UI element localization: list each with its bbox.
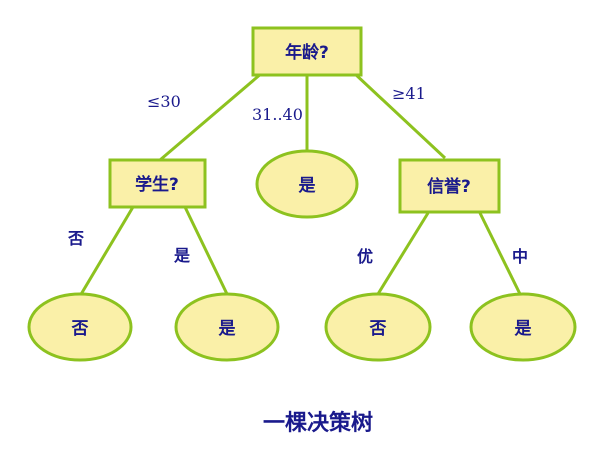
node-root-box xyxy=(251,26,363,77)
edge-student-leaf-yes xyxy=(183,206,229,295)
node-root: 年龄? xyxy=(251,26,363,77)
edge-student-leaf-no xyxy=(78,206,135,297)
leaf-student-yes-label: 是 xyxy=(219,319,236,339)
edge-label-credit-mid: 中 xyxy=(512,247,528,266)
leaf-student-no-label: 否 xyxy=(71,319,89,339)
edge-root-student xyxy=(159,71,263,162)
leaf-mid: 是 xyxy=(255,149,359,219)
node-student-label: 学生? xyxy=(135,174,179,195)
edge-label-age-31-40: 31..40 xyxy=(252,105,303,124)
edge-label-age-ge41: ≥41 xyxy=(392,84,426,103)
leaf-credit-good: 否 xyxy=(324,292,432,362)
edge-credit-leaf-good xyxy=(376,212,430,295)
leaf-student-yes-ellipse xyxy=(174,292,280,362)
leaf-credit-mid: 是 xyxy=(469,292,577,362)
edge-label-age-le30: ≤30 xyxy=(147,92,181,111)
node-credit-box xyxy=(398,158,501,214)
node-credit-label: 信誉? xyxy=(427,176,471,197)
leaf-credit-mid-ellipse xyxy=(469,292,577,362)
leaf-student-no-ellipse xyxy=(27,292,133,362)
node-credit: 信誉? xyxy=(398,158,501,214)
edge-root-credit xyxy=(352,71,447,160)
leaf-credit-mid-label: 是 xyxy=(515,319,532,339)
leaf-credit-good-ellipse xyxy=(324,292,432,362)
edge-label-student-yes: 是 xyxy=(173,246,190,265)
node-student: 学生? xyxy=(108,158,207,209)
edges xyxy=(78,71,522,297)
leaf-mid-ellipse xyxy=(255,149,359,219)
leaf-credit-good-label: 否 xyxy=(369,319,387,339)
leaf-student-no: 否 xyxy=(27,292,133,362)
diagram-caption: 一棵决策树 xyxy=(263,410,373,436)
edge-label-credit-good: 优 xyxy=(357,247,373,266)
node-root-label: 年龄? xyxy=(285,42,329,63)
leaf-student-yes: 是 xyxy=(174,292,280,362)
leaf-mid-label: 是 xyxy=(299,176,316,196)
node-student-box xyxy=(108,158,207,209)
edge-credit-leaf-mid xyxy=(478,212,522,295)
edge-label-student-no: 否 xyxy=(67,229,84,248)
